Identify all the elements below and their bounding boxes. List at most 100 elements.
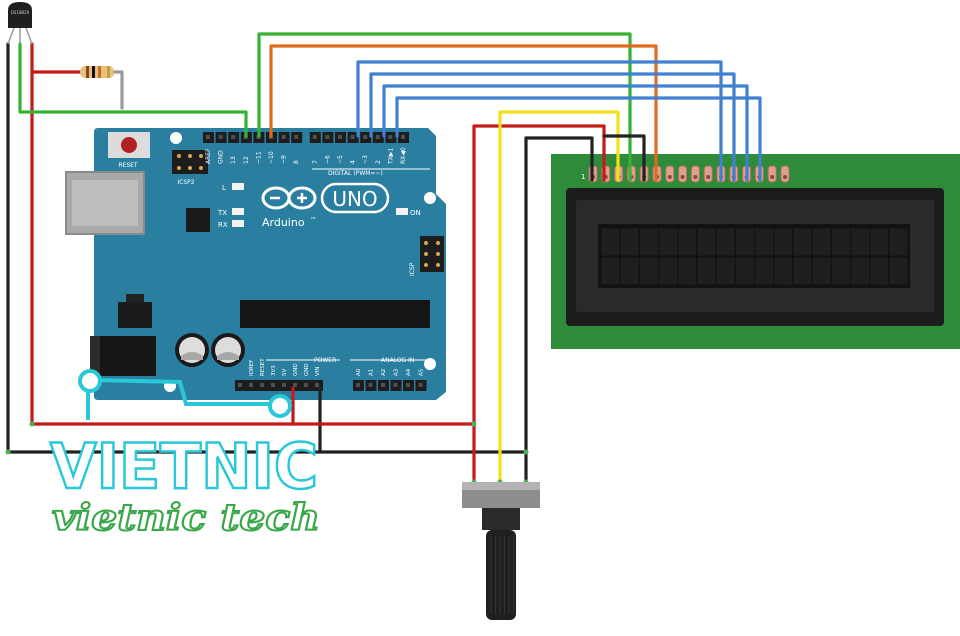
potentiometer bbox=[462, 482, 540, 620]
lcd-pin bbox=[767, 165, 777, 183]
led-l bbox=[232, 183, 244, 190]
wire-lcd-rs bbox=[257, 32, 632, 182]
digital-pin-label: 13 bbox=[230, 156, 237, 164]
lcd-character-cells bbox=[601, 228, 908, 285]
reset-label: RESET bbox=[118, 162, 138, 169]
mounting-hole bbox=[424, 192, 436, 204]
led-l-label: L bbox=[222, 184, 226, 192]
watermark-logo: VIETNIC vietnic tech bbox=[49, 369, 321, 540]
voltage-regulator bbox=[118, 302, 152, 328]
lcd-cell bbox=[851, 257, 869, 285]
power-pin-label: IOREF bbox=[249, 360, 255, 376]
digital-pin-label: ~5 bbox=[337, 155, 344, 164]
digital-pin-label: GND bbox=[218, 150, 225, 164]
power-pin-label: VIN bbox=[315, 367, 321, 377]
lcd-cell bbox=[736, 257, 754, 285]
capacitor bbox=[211, 333, 245, 367]
lcd-cell bbox=[870, 257, 889, 285]
digital-pin-label: AREF bbox=[205, 148, 212, 164]
mounting-hole bbox=[424, 358, 436, 370]
digital-pin-label: 8 bbox=[293, 160, 300, 164]
board-pcb bbox=[94, 128, 446, 400]
lcd-cell bbox=[620, 257, 639, 285]
dc-power-jack bbox=[90, 336, 156, 376]
digital-pin-label: 4 bbox=[350, 160, 357, 164]
lcd-cell bbox=[889, 228, 908, 256]
power-pin-label: RESET bbox=[260, 358, 266, 376]
digital-pin-label: 2 bbox=[375, 160, 382, 164]
led-tx bbox=[232, 208, 244, 215]
led-rx-label: RX bbox=[218, 221, 228, 229]
lcd-pin bbox=[780, 165, 790, 183]
analog-pin-label: A3 bbox=[394, 368, 400, 376]
lcd-cell bbox=[678, 257, 697, 285]
brand-label: Arduino bbox=[262, 216, 305, 229]
watermark-brand: VIETNIC bbox=[50, 430, 318, 503]
analog-pin-label: A4 bbox=[406, 368, 412, 376]
digital-pin-label: ~3 bbox=[362, 155, 369, 164]
lcd-cell bbox=[678, 228, 697, 256]
sensor-marking: DS18B20 bbox=[11, 10, 30, 15]
lcd-cell bbox=[793, 228, 812, 256]
atmega-chip bbox=[240, 300, 430, 328]
icsp-header bbox=[420, 236, 444, 272]
arduino-uno-board: RESET ICSP2 L TX RX ON bbox=[65, 128, 446, 400]
wire-lcd-e bbox=[269, 44, 658, 182]
digital-pin-label: ~10 bbox=[268, 151, 275, 164]
power-pin-label: GND bbox=[304, 363, 310, 376]
lcd-cell bbox=[851, 228, 869, 256]
power-label: POWER bbox=[314, 357, 336, 364]
digital-pin-label: RX◀0 bbox=[400, 147, 407, 164]
wires bbox=[5, 32, 762, 485]
resistor bbox=[80, 66, 114, 78]
lcd-cell bbox=[755, 257, 773, 285]
lcd-cell bbox=[832, 257, 850, 285]
lcd-pin bbox=[665, 165, 675, 183]
led-rx bbox=[232, 220, 244, 227]
wire-sensor-data bbox=[18, 42, 248, 138]
reset-button-cap bbox=[121, 137, 137, 153]
mounting-hole bbox=[170, 132, 182, 144]
power-pin-label: 5V bbox=[282, 369, 288, 376]
lcd-cell bbox=[659, 257, 677, 285]
arduino-logo bbox=[261, 186, 317, 210]
capacitor bbox=[175, 333, 209, 367]
power-pin-label: 3V3 bbox=[271, 365, 277, 376]
digital-pin-label: 7 bbox=[312, 160, 319, 164]
wire-lcd-d6 bbox=[382, 84, 749, 182]
lcd-cell bbox=[889, 257, 908, 285]
wire-lcd-rw bbox=[602, 134, 646, 182]
lcd-pin1-label: 1 bbox=[581, 173, 585, 181]
lcd-cell bbox=[812, 257, 831, 285]
lcd-cell bbox=[793, 257, 812, 285]
usb-chip bbox=[186, 208, 210, 232]
wire-pot-wiper bbox=[498, 110, 620, 484]
lcd-cell bbox=[736, 228, 754, 256]
lcd-cell bbox=[870, 228, 889, 256]
analog-pin-label: A2 bbox=[381, 369, 387, 376]
analog-header bbox=[353, 380, 427, 391]
digital-pin-label: 12 bbox=[243, 156, 250, 164]
lcd-cell bbox=[697, 257, 716, 285]
wire-lcd-d4 bbox=[356, 60, 723, 182]
icsp-label: ICSP bbox=[409, 262, 416, 276]
wire-pot-vcc bbox=[472, 124, 606, 484]
brand-tm: TM bbox=[310, 216, 316, 220]
lcd-pin bbox=[678, 165, 688, 183]
led-tx-label: TX bbox=[217, 209, 227, 217]
icsp2-label: ICSP2 bbox=[177, 179, 194, 186]
uno-badge bbox=[320, 182, 390, 214]
lcd-cell bbox=[774, 228, 793, 256]
led-on bbox=[396, 208, 408, 215]
lcd-cell bbox=[640, 257, 658, 285]
wire-resistor-data bbox=[112, 70, 124, 110]
analog-pin-label: A0 bbox=[356, 368, 362, 376]
lcd-cell bbox=[601, 228, 620, 256]
wire-lcd-d5 bbox=[369, 72, 736, 182]
watermark-tagline: vietnic tech bbox=[52, 497, 320, 539]
lcd-cell bbox=[697, 228, 716, 256]
lcd-cell bbox=[812, 228, 831, 256]
power-pin-label: GND bbox=[293, 363, 299, 376]
